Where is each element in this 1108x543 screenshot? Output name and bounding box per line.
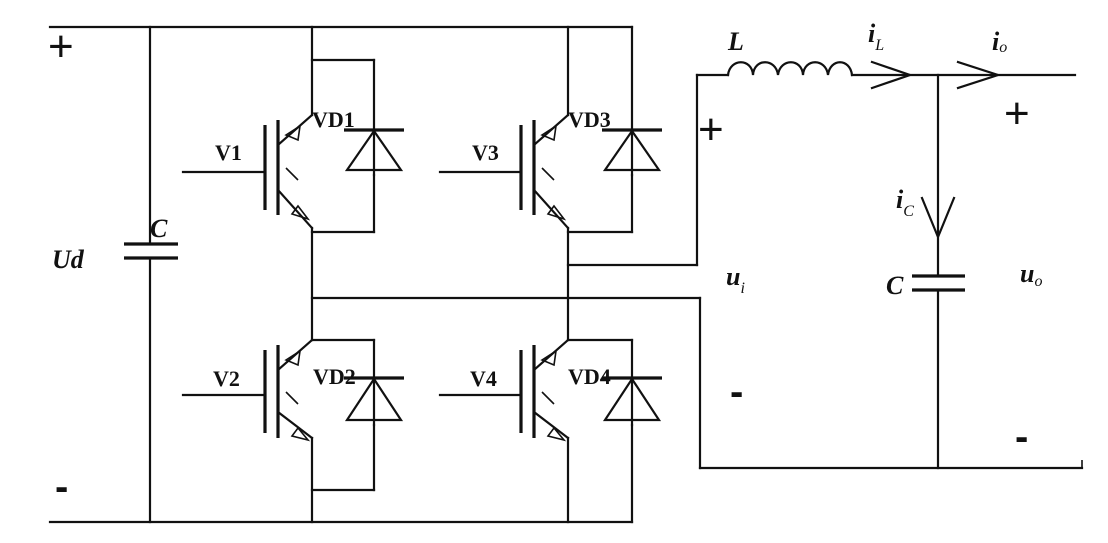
inverter-minus-sign: - [730,370,743,414]
igbt-v3 [438,113,570,230]
v4-label: V4 [470,366,497,391]
uo-label: uo [1020,259,1042,290]
v1-label: V1 [215,140,242,165]
vd1-label: VD1 [312,107,355,132]
diode-vd2 [344,376,404,427]
filter-inductor [726,61,854,77]
filter-capacitor [912,73,965,470]
dc-voltage-label: Ud [52,245,85,274]
filter-capacitor-label: C [886,271,904,300]
leg-a-wiring [310,25,376,524]
inverter-plus-sign: + [698,105,724,154]
diode-vd1 [344,128,404,177]
dc-minus-sign: - [55,465,68,509]
v3-label: V3 [472,140,499,165]
igbt-v1 [181,113,314,230]
leg-b-wiring [566,25,634,524]
output-wiring [310,73,1084,470]
vd2-label: VD2 [313,364,356,389]
ic-label: iC [896,185,914,220]
igbt-v4 [438,338,570,442]
il-label: iL [868,19,884,54]
ui-label: ui [726,262,745,297]
load-plus-sign: + [1004,89,1030,138]
load-minus-sign: - [1015,415,1028,459]
io-label: io [992,27,1007,56]
vd3-label: VD3 [568,107,611,132]
vd4-label: VD4 [568,364,611,389]
diode-vd4 [602,376,662,427]
igbt-v2 [181,338,314,442]
inductor-label: L [727,27,744,56]
v2-label: V2 [213,366,240,391]
dc-link-capacitor [124,25,178,524]
dc-bus [48,25,634,524]
arrow-il [870,60,914,90]
dc-plus-sign: + [48,22,74,71]
dc-capacitor-label: C [150,214,168,243]
diode-vd3 [602,128,662,177]
arrow-io [956,60,1002,90]
